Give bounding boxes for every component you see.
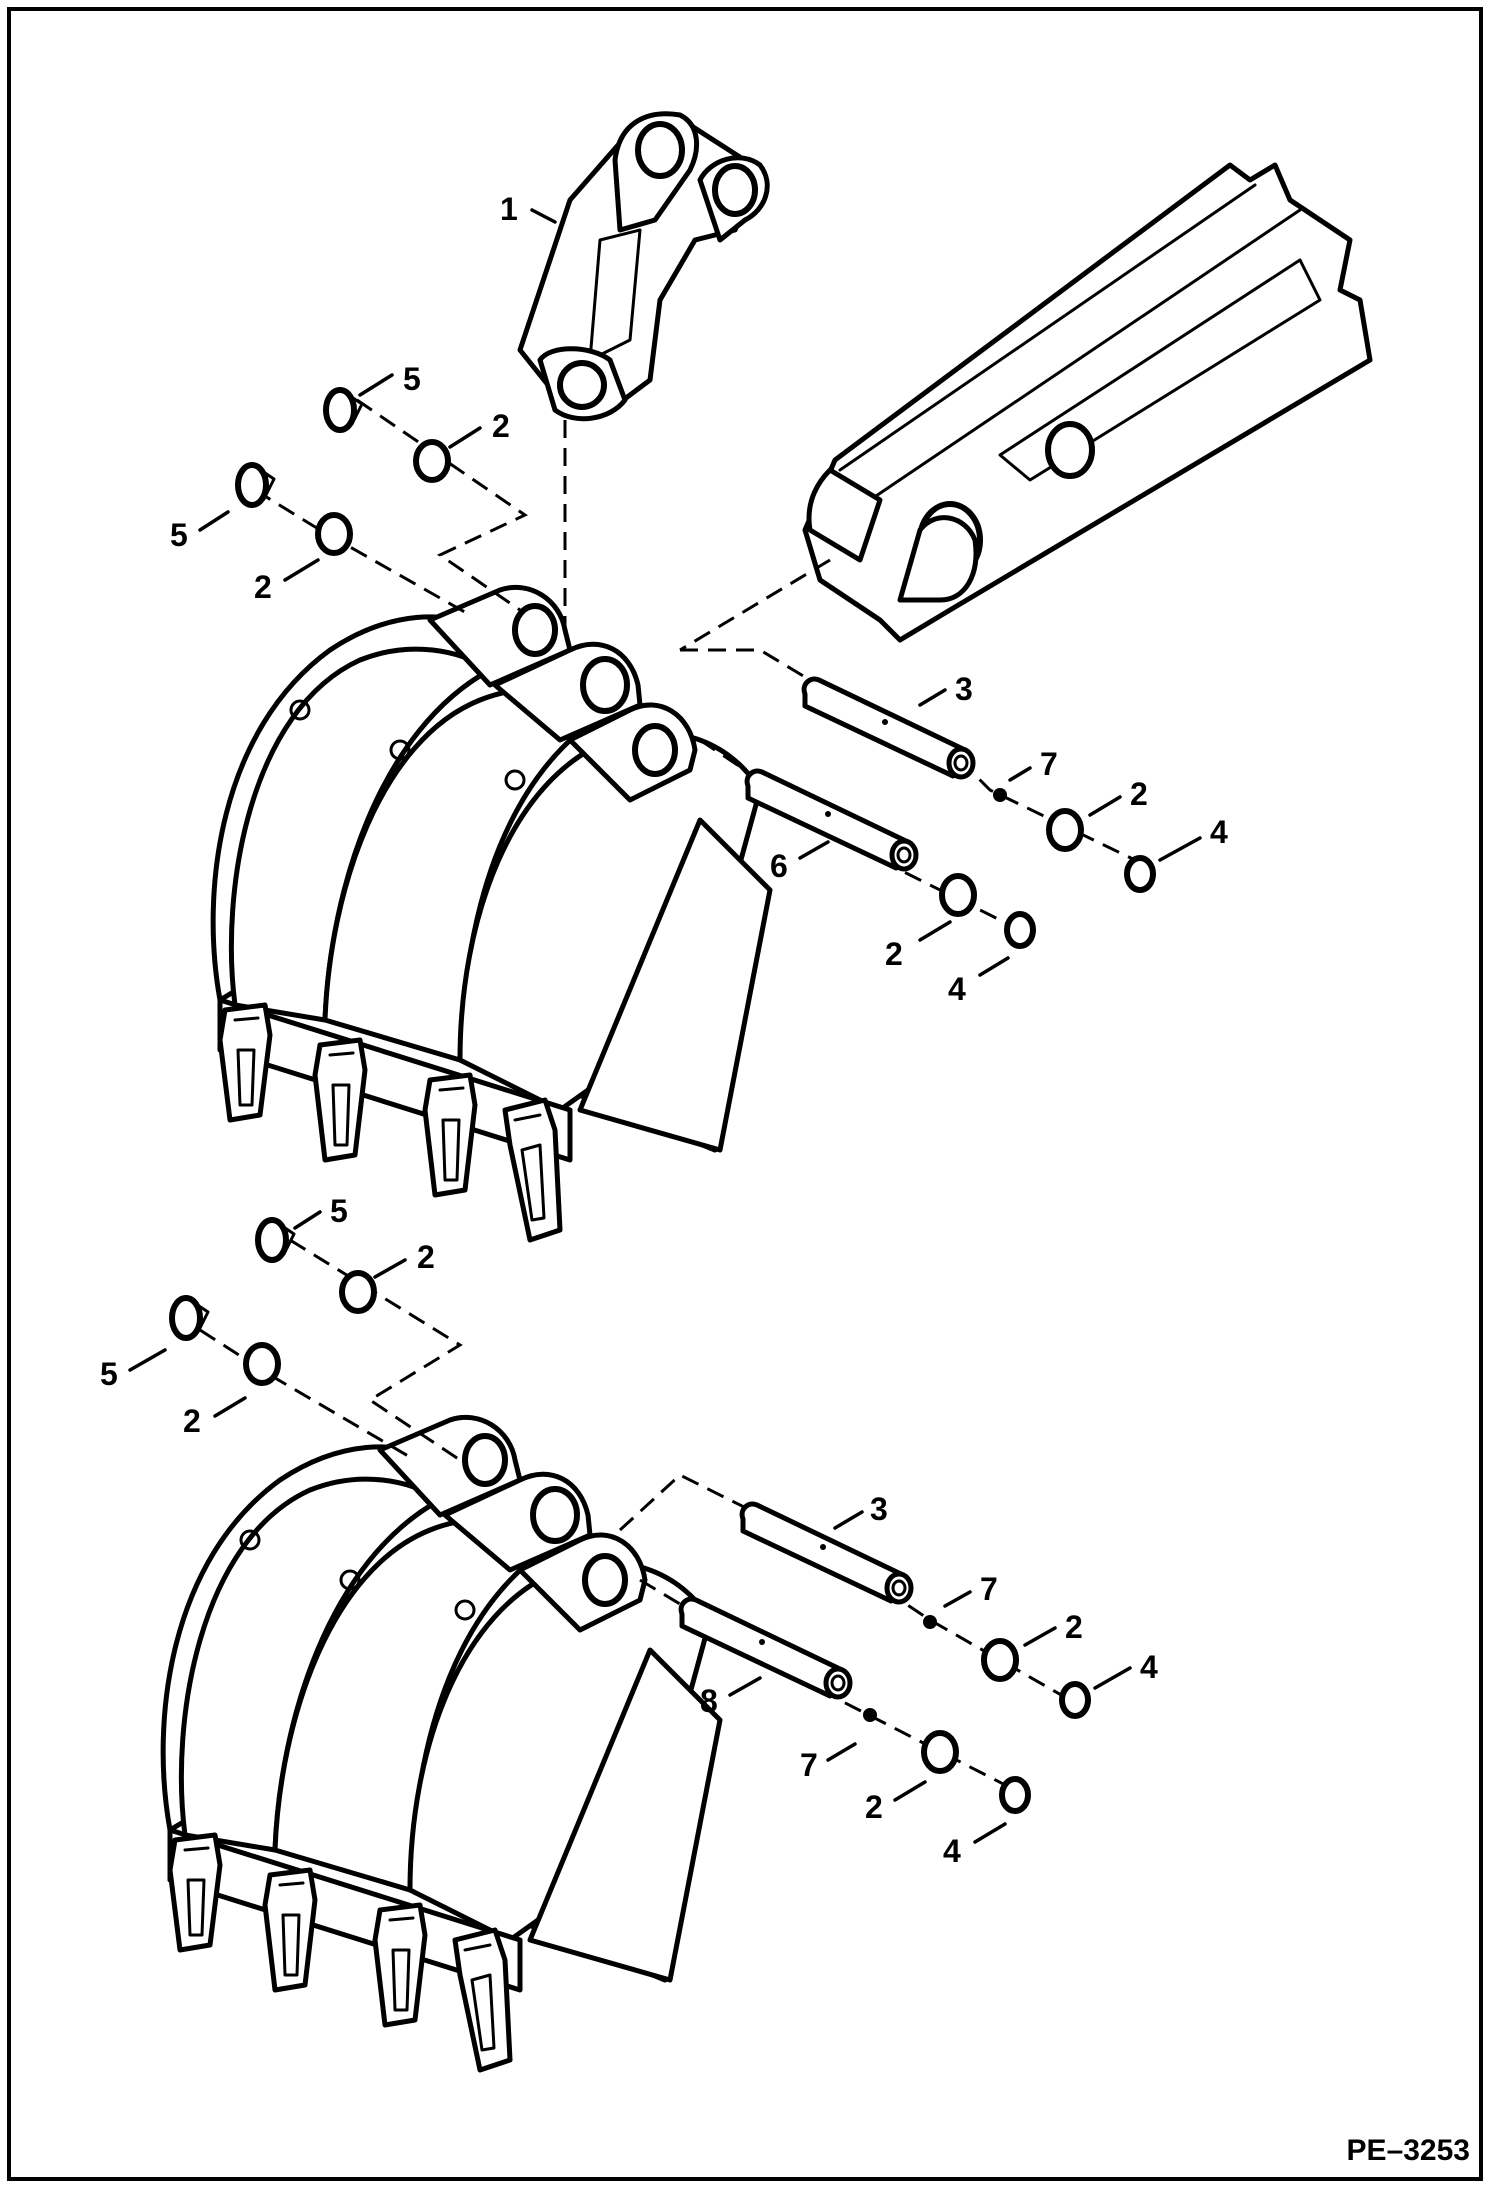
bucket-upper [213,587,770,1240]
callout-2: 2 [885,936,903,972]
callout-8: 8 [700,1683,718,1719]
callout-7: 7 [800,1747,818,1783]
callout-4: 4 [1210,814,1228,850]
washer-upper-2 [315,512,353,556]
bucket-lower [163,1417,720,2070]
callout-6: 6 [770,848,788,884]
callout-7: 7 [1040,746,1058,782]
grease-fitting-upper-1 [993,788,1007,802]
callout-1: 1 [500,191,518,227]
grease-fitting-lower-1 [923,1615,937,1629]
washer-lower-1 [339,1270,377,1314]
washer-upper-4 [939,873,977,917]
callout-2: 2 [254,569,272,605]
excavator-arm [802,162,1373,643]
callout-2: 2 [1065,1609,1083,1645]
bucket-link [517,111,770,422]
snap-ring-lower-1 [1059,1681,1091,1719]
grease-fitting-lower-2 [863,1708,877,1722]
washer-lower-4 [921,1730,959,1774]
callout-4: 4 [943,1833,961,1869]
washer-lower-2 [243,1342,281,1386]
washer-upper-1 [413,439,451,483]
pin-3-upper [804,679,973,777]
callout-3: 3 [870,1491,888,1527]
snap-ring-upper-1 [1124,855,1156,893]
snap-ring-upper-2 [1004,911,1036,949]
callout-2: 2 [492,408,510,444]
callout-2: 2 [183,1403,201,1439]
callout-7: 7 [980,1571,998,1607]
linch-pin-upper-1 [326,390,362,430]
callout-labels: 1 5 2 5 2 3 7 2 4 6 2 4 5 2 5 2 3 7 2 4 … [100,191,1228,1869]
callout-5: 5 [100,1356,118,1392]
callout-2: 2 [417,1239,435,1275]
callout-2: 2 [865,1789,883,1825]
callout-4: 4 [948,971,966,1007]
drawing-border [7,7,1483,2181]
leader-lines [128,208,1202,1844]
callout-5: 5 [170,517,188,553]
linch-pin-lower-1 [258,1220,294,1260]
callout-4: 4 [1140,1649,1158,1685]
washer-lower-3 [981,1638,1019,1682]
callout-5: 5 [403,361,421,397]
washer-upper-3 [1046,808,1084,852]
callout-3: 3 [955,671,973,707]
callout-5: 5 [330,1193,348,1229]
callout-2: 2 [1130,776,1148,812]
snap-ring-lower-2 [999,1776,1031,1814]
drawing-code: PE–3253 [1346,2134,1470,2167]
